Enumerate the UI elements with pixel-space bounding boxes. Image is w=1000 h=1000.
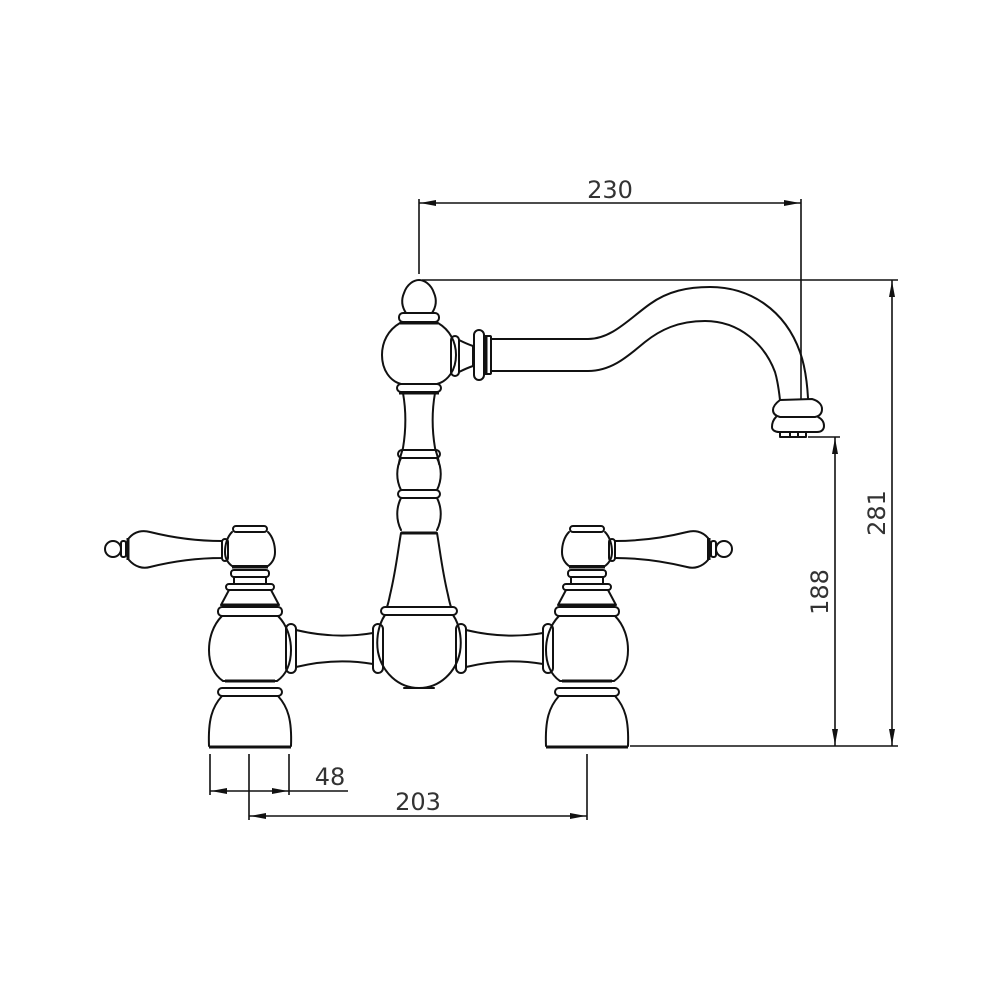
dimension-label-48: 48 <box>315 763 346 791</box>
spout-aerator <box>771 398 825 438</box>
right-lever-handle <box>608 530 733 569</box>
column <box>380 392 458 616</box>
left-lever-handle <box>104 530 229 569</box>
central-body-ball <box>381 322 457 395</box>
dimension-overall-height: 281 <box>422 279 898 747</box>
finial <box>398 279 440 325</box>
dimension-label-230: 230 <box>587 176 633 204</box>
dimension-outlet-height: 188 <box>806 436 840 746</box>
dimension-spout-reach: 230 <box>418 176 802 400</box>
dimension-centres: 203 <box>248 754 588 820</box>
left-valve <box>207 525 293 749</box>
dimension-label-188: 188 <box>806 569 834 615</box>
right-valve <box>544 525 630 749</box>
bridge-bar <box>285 623 554 674</box>
dimension-base-width: 48 <box>209 754 348 795</box>
swan-neck-spout <box>490 286 809 401</box>
dimension-label-281: 281 <box>863 490 891 536</box>
dimension-label-203: 203 <box>395 788 441 816</box>
spout-collar <box>450 329 492 381</box>
center-ball <box>376 614 462 689</box>
